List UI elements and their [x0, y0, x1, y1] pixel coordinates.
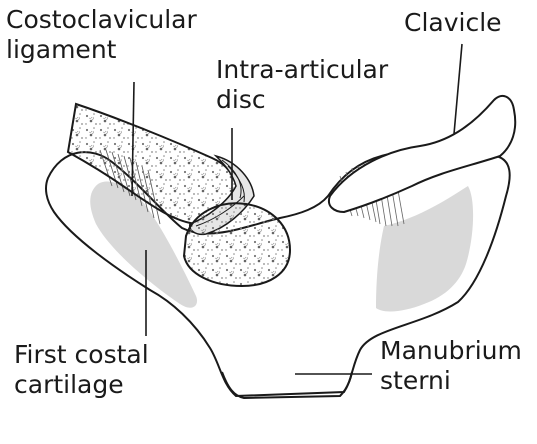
label-intra-articular-disc: Intra-articular disc	[216, 55, 389, 114]
manubrium-articular-head	[182, 202, 292, 288]
label-first-costal-cartilage: First costal cartilage	[14, 340, 149, 399]
left-first-costal-cartilage	[90, 181, 198, 308]
label-costoclavicular-ligament: Costoclavicular ligament	[6, 5, 197, 64]
right-first-costal-cartilage	[376, 186, 474, 312]
label-manubrium-sterni: Manubrium sterni	[380, 336, 522, 395]
leader-lines	[131, 43, 463, 375]
label-clavicle: Clavicle	[404, 8, 502, 37]
right-clavicle-shape	[328, 94, 517, 214]
